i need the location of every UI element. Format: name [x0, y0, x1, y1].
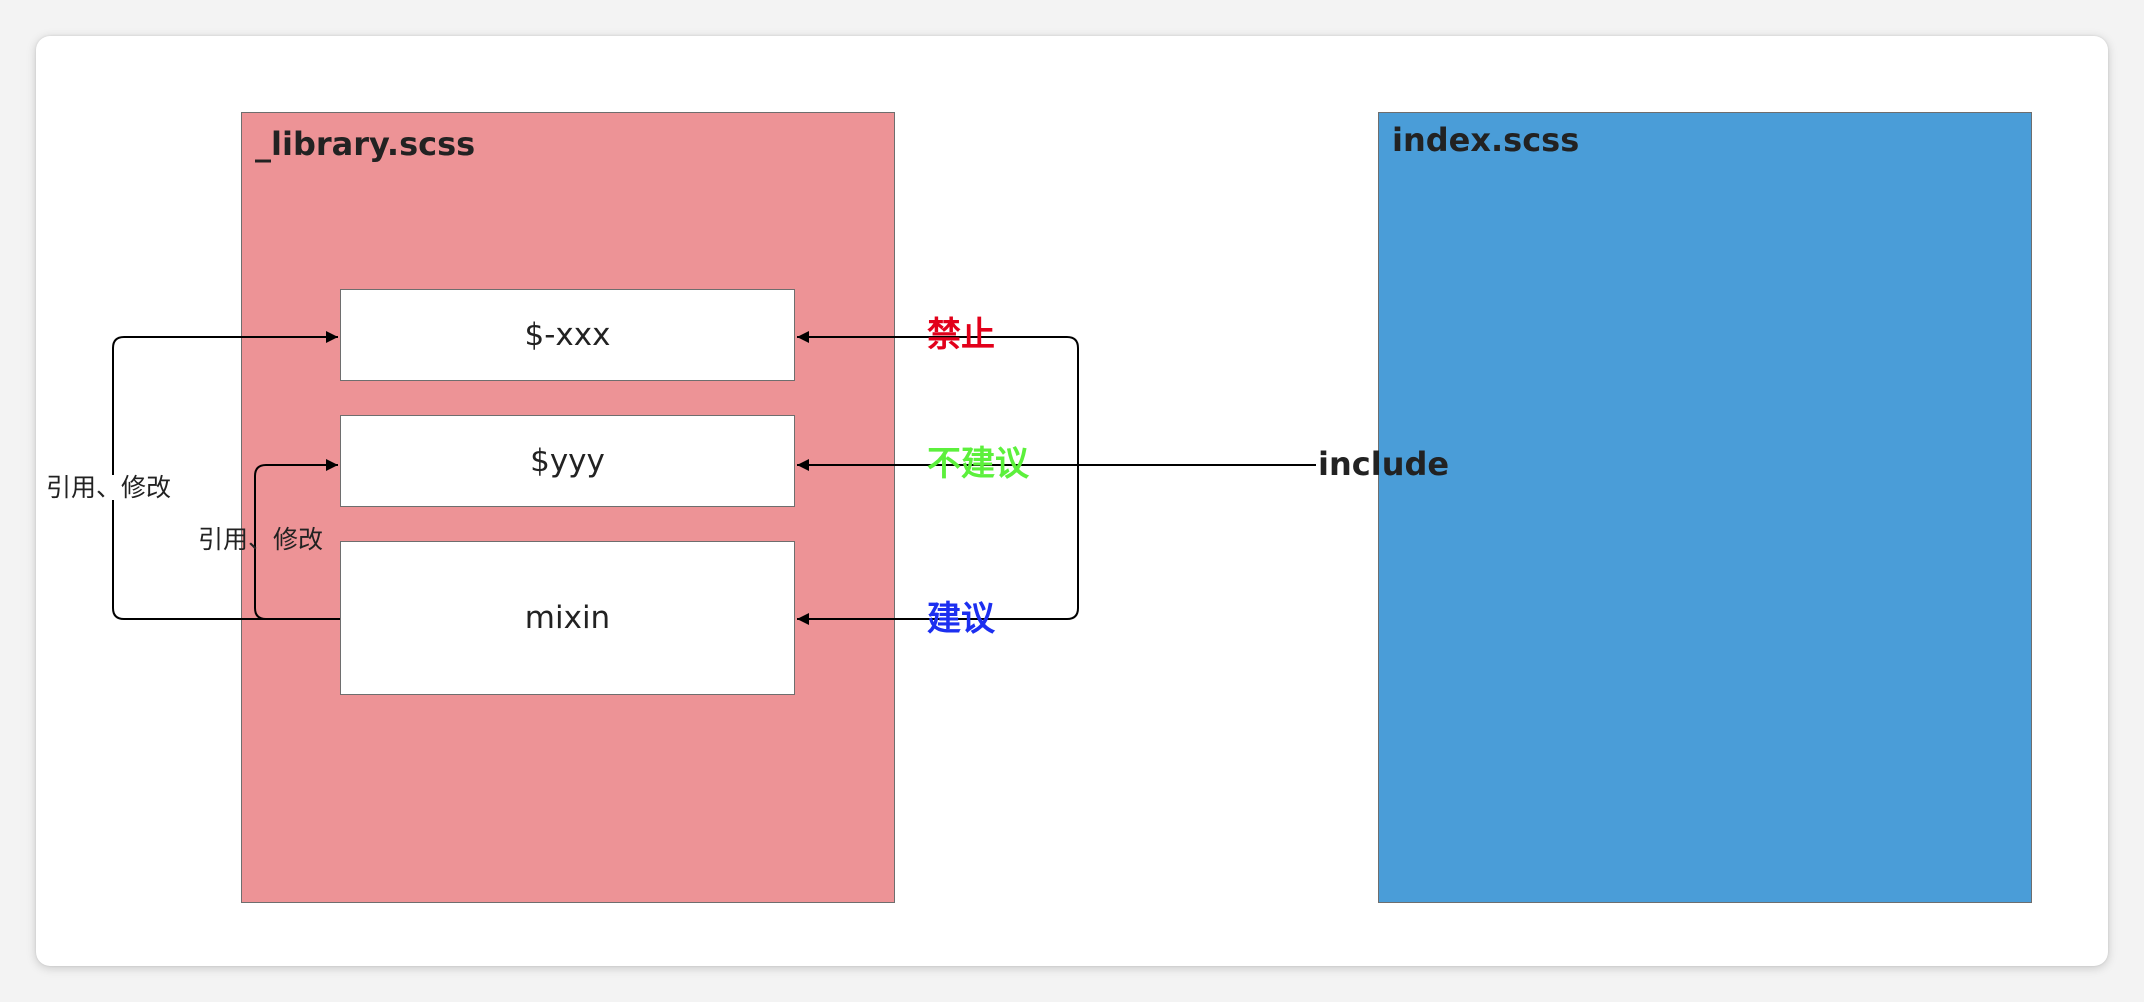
ref-inner-label: 引用、修改: [198, 525, 324, 554]
mixin-box: mixin: [340, 541, 795, 695]
include-label: include: [1318, 445, 1450, 483]
recommended-label: 建议: [927, 599, 995, 639]
index-scss-container: index.scss: [1378, 112, 2032, 903]
library-title: _library.scss: [255, 125, 476, 163]
index-title: index.scss: [1392, 121, 1580, 159]
variable-xxx-box: $-xxx: [340, 289, 795, 381]
forbid-arrow: [797, 331, 1079, 465]
not-recommended-label: 不建议: [927, 444, 1029, 484]
recommended-arrow: [797, 465, 1079, 625]
forbid-label: 禁止: [927, 315, 995, 355]
ref-outer-label: 引用、修改: [46, 473, 172, 502]
library-scss-container: _library.scss: [241, 112, 895, 903]
ref-inner-arrow: [254, 459, 340, 620]
variable-yyy-box: $yyy: [340, 415, 795, 507]
